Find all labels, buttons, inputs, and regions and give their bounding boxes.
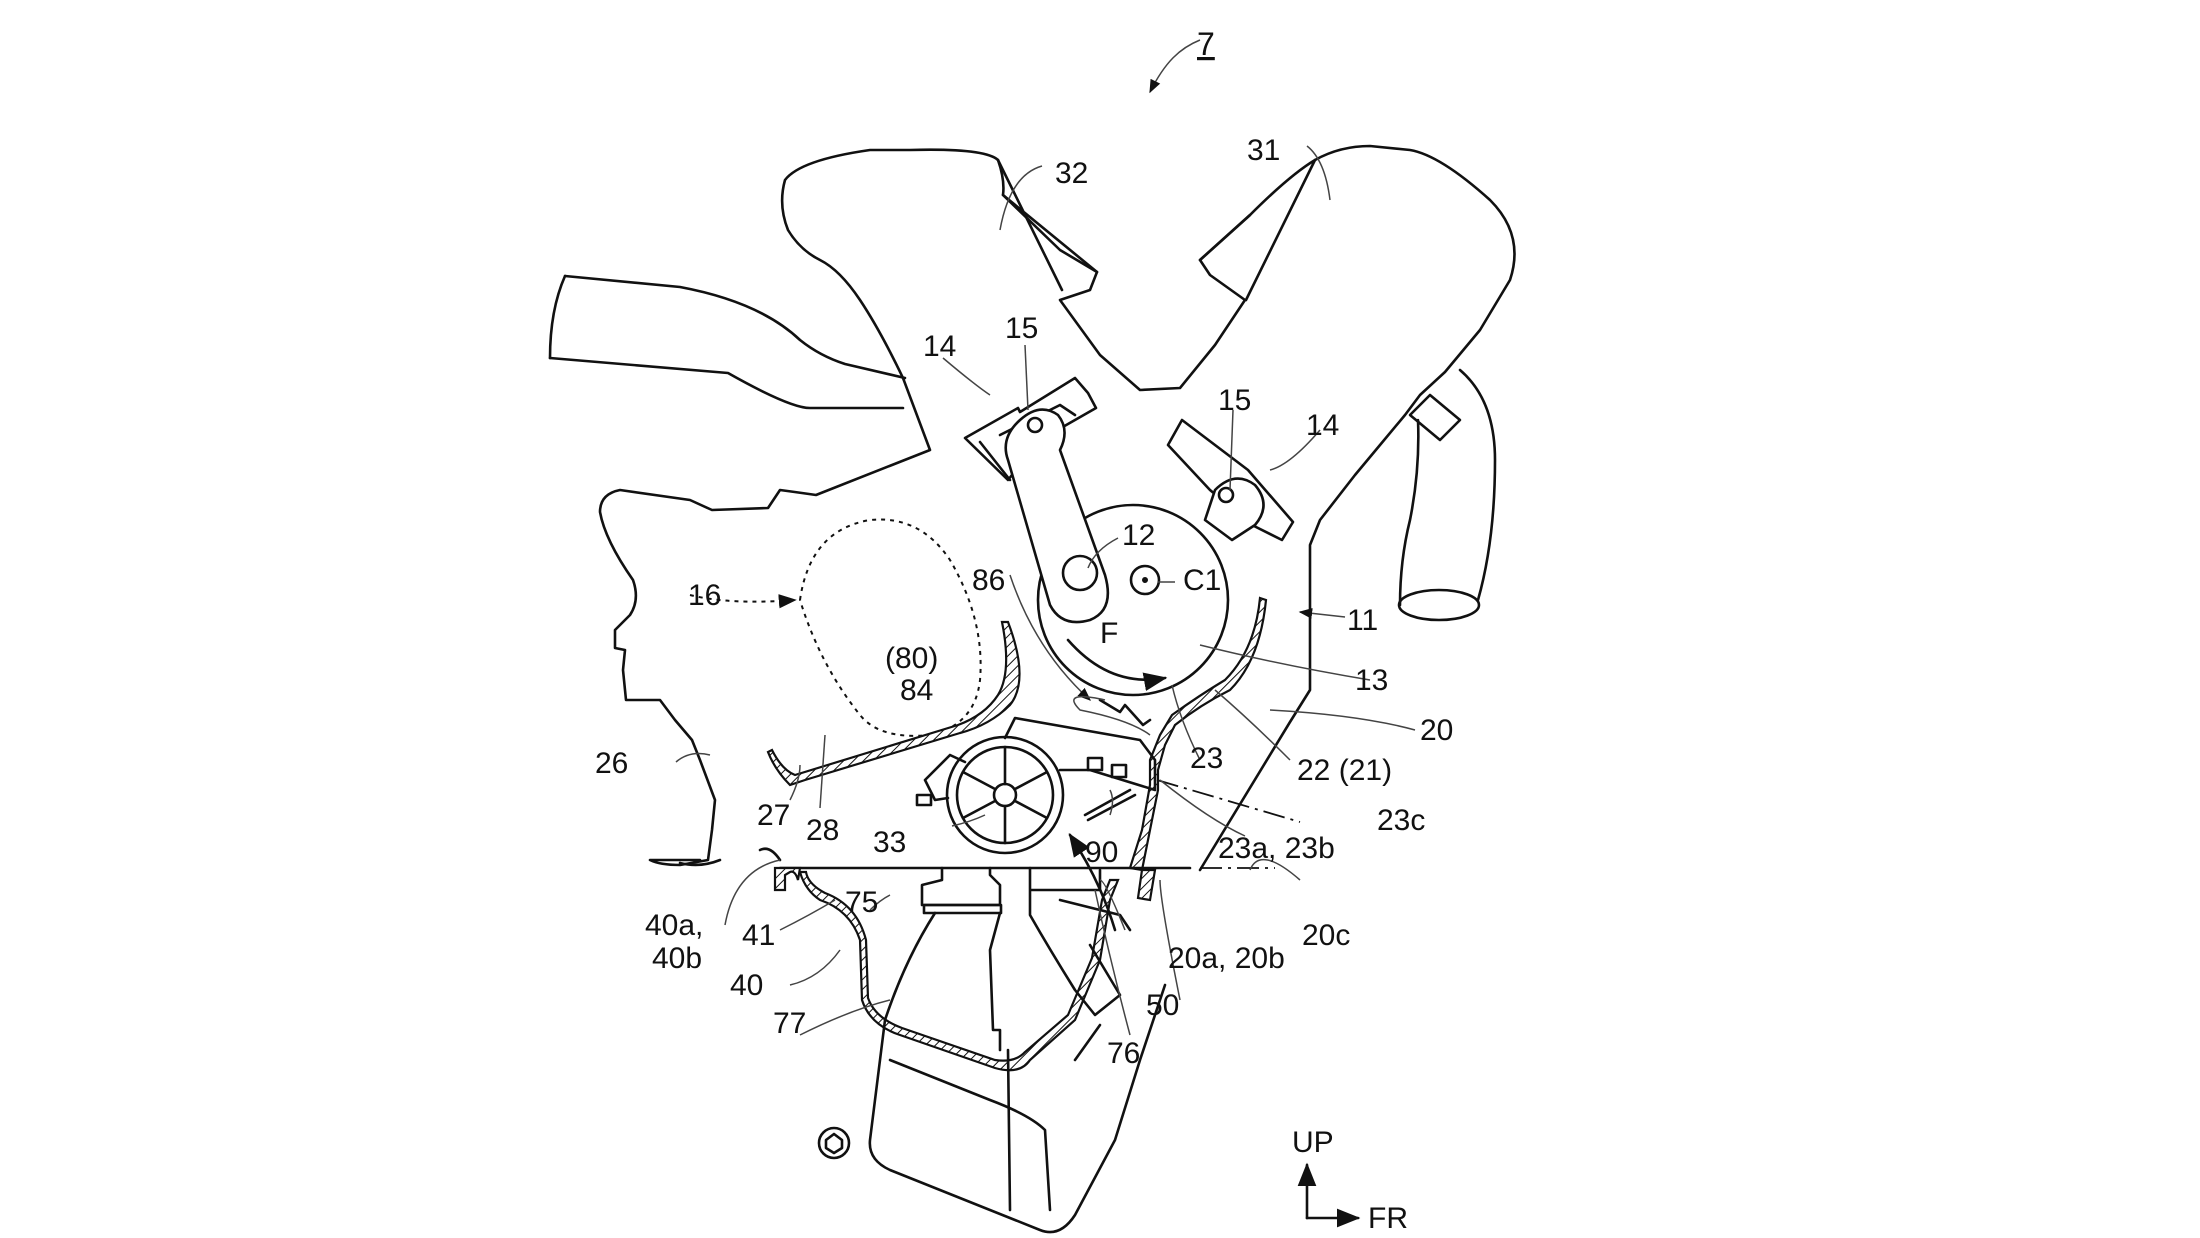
label-80: (80) <box>885 642 938 675</box>
label-75: 75 <box>845 886 878 919</box>
oil-pump-33 <box>915 698 1157 855</box>
leader-11 <box>1298 607 1346 619</box>
left-exhaust-pipe <box>548 274 907 410</box>
connecting-rod-left <box>1004 408 1110 624</box>
label-14-left: 14 <box>923 330 956 363</box>
label-31: 31 <box>1247 134 1280 167</box>
oil-flow-arrow-50 <box>1068 833 1117 932</box>
label-f: F <box>1100 617 1118 650</box>
label-41: 41 <box>742 919 775 952</box>
right-exhaust-pipe <box>1397 368 1497 622</box>
engine-body-outline <box>598 144 1516 872</box>
crankcase-wall-hatched <box>766 596 1268 902</box>
label-28: 28 <box>806 814 839 847</box>
leader-86 <box>1009 574 1091 701</box>
label-77: 77 <box>773 1007 806 1040</box>
label-11: 11 <box>1347 604 1378 637</box>
label-22-21: 22 (21) <box>1297 754 1392 787</box>
parting-line-20c <box>778 779 1301 870</box>
label-20: 20 <box>1420 714 1453 747</box>
label-86: 86 <box>972 564 1005 597</box>
label-90: 90 <box>1085 836 1118 869</box>
label-76: 76 <box>1107 1037 1140 1070</box>
label-40a: 40a, <box>645 909 703 942</box>
figure-number: 7 <box>1197 26 1215 62</box>
crank-center-c1 <box>1129 564 1161 596</box>
label-26: 26 <box>595 747 628 780</box>
label-14-right: 14 <box>1306 409 1339 442</box>
label-15-right: 15 <box>1218 384 1251 417</box>
crankcase-circle <box>1036 503 1230 697</box>
label-13: 13 <box>1355 664 1388 697</box>
rotation-arrow-f <box>1066 638 1168 691</box>
label-32: 32 <box>1055 157 1088 190</box>
label-23c: 23c <box>1377 804 1425 837</box>
dashed-region-16 <box>689 518 982 737</box>
label-15-left: 15 <box>1005 312 1038 345</box>
label-33: 33 <box>873 826 906 859</box>
label-20a-20b: 20a, 20b <box>1168 942 1285 975</box>
label-20c: 20c <box>1302 919 1350 952</box>
direction-indicator <box>1297 1162 1361 1228</box>
label-12: 12 <box>1122 519 1155 552</box>
figure-number-leader <box>1149 39 1201 94</box>
label-84: 84 <box>900 674 933 707</box>
connecting-rod-right <box>1203 477 1265 542</box>
label-23a-23b: 23a, 23b <box>1218 832 1335 865</box>
label-40: 40 <box>730 969 763 1002</box>
oil-pan-40 <box>758 847 1120 1072</box>
label-c1: C1 <box>1183 564 1221 597</box>
label-27: 27 <box>757 799 790 832</box>
label-40b: 40b <box>652 942 702 975</box>
direction-front-label: FR <box>1368 1202 1408 1235</box>
strainer-assembly <box>817 866 1167 1234</box>
direction-up-label: UP <box>1292 1126 1334 1159</box>
label-23: 23 <box>1190 742 1223 775</box>
leader-lines <box>675 145 1416 1036</box>
label-50: 50 <box>1146 989 1179 1022</box>
label-16: 16 <box>688 579 721 612</box>
